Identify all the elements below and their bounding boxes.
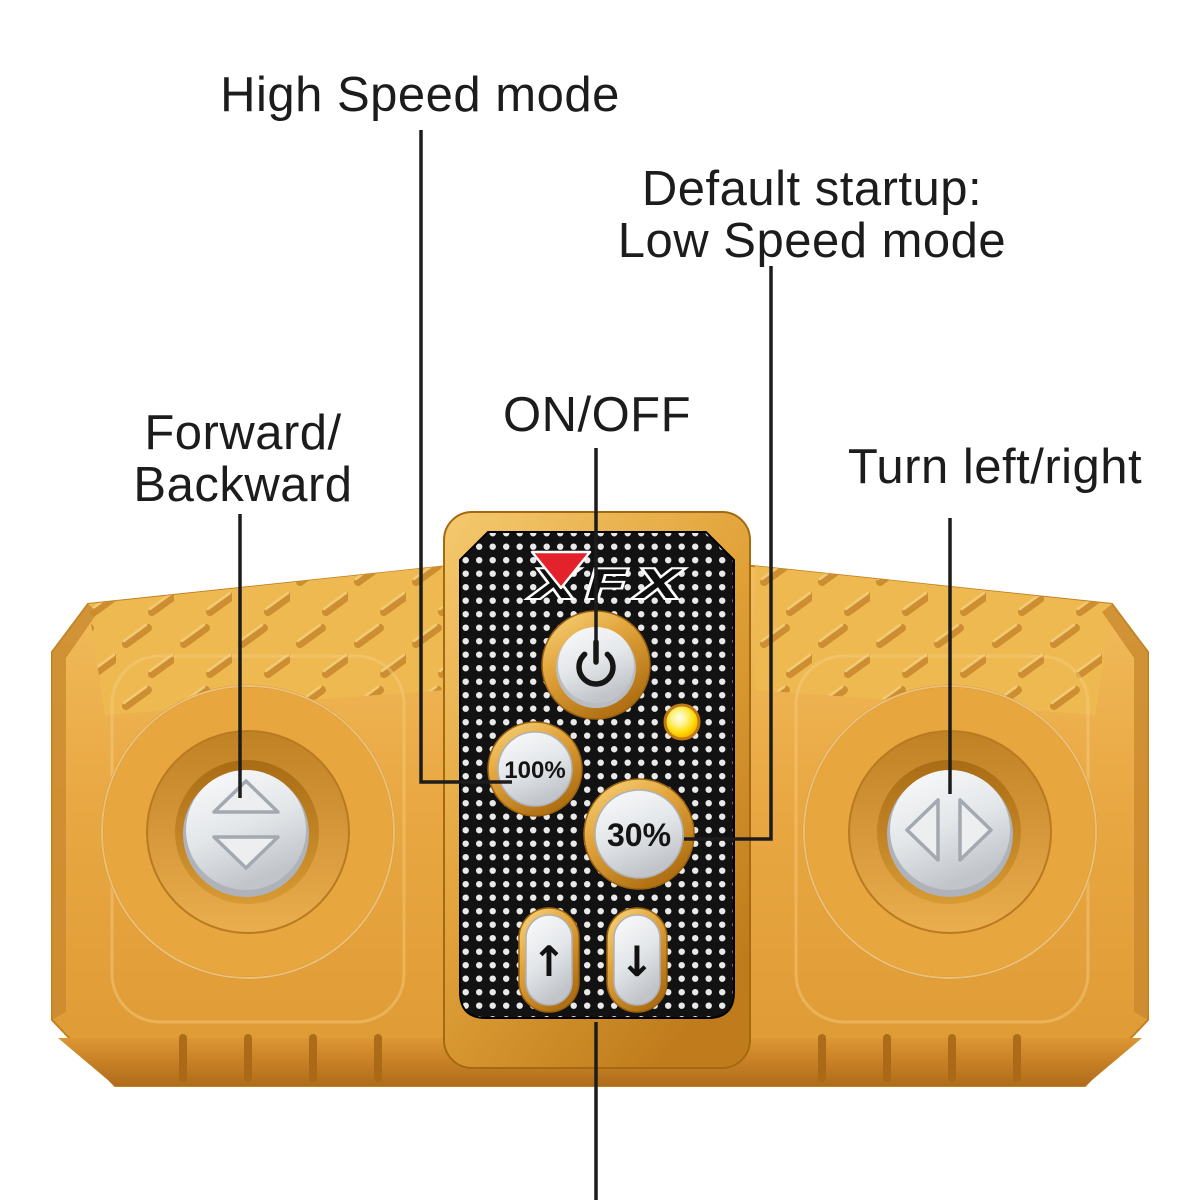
callout-line-default-startup [684,266,773,841]
left-joystick-button[interactable] [183,770,309,897]
label-on-off-text: ON/OFF [502,388,692,442]
up-triangle-icon [212,779,280,814]
right-joystick [802,684,1098,980]
left-triangle-icon [905,798,940,862]
left-edge-shade [52,604,98,1020]
rim-notch [244,1034,252,1082]
label-default-startup-line2: Low Speed mode [617,213,1007,268]
up-button-face [525,914,573,1006]
label-forward-backward: Forward/ Backward [68,406,418,512]
down-arrow-icon: ↓ [619,937,654,986]
control-panel: XFX 100% 30% [443,511,751,1069]
rim-notch [309,1034,317,1082]
up-button[interactable]: ↑ [518,907,580,1013]
right-triangle-icon [958,798,993,862]
up-arrow-icon: ↑ [531,937,566,986]
panel-dots-background [459,531,735,1019]
speed-100-button[interactable]: 100% [487,721,583,817]
down-button-face [613,914,661,1006]
rim-notch [374,1034,382,1082]
power-button[interactable] [541,610,651,720]
power-icon [576,639,616,687]
label-forward-line1: Forward/ [144,406,342,460]
down-button[interactable]: ↓ [606,907,668,1013]
right-wing-texture-treads [755,566,1112,715]
rim-notch [883,1034,891,1082]
rim-notches [179,1034,1021,1082]
speed-30-face [594,789,684,879]
speed-100-label: 100% [504,757,565,784]
speed-30-button[interactable]: 30% [583,778,695,890]
left-well-ring-highlight [101,685,395,979]
left-joystick [100,684,396,980]
rim-notch [948,1034,956,1082]
right-button-face [890,770,1010,890]
left-wing-texture-treads [88,566,445,715]
power-face [558,627,634,703]
speed-100-face [497,731,573,807]
logo-triangle-icon [530,550,592,590]
right-joystick-button[interactable] [887,770,1013,897]
callout-line-high-speed [419,130,512,784]
led-indicator [663,703,701,741]
right-edge-shade [1102,604,1148,1020]
rim-notch [818,1034,826,1082]
brand-logo: XFX [527,550,682,610]
label-forward-line2: Backward [133,457,353,512]
label-high-speed-mode: High Speed mode [120,68,720,122]
label-default-startup-line1: Default startup: [641,162,983,216]
rim-notch [1013,1034,1021,1082]
callout-lines [238,130,952,1200]
label-turn-left-right: Turn left/right [795,440,1195,494]
label-default-startup: Default startup: Low Speed mode [587,162,1037,268]
label-turn-text: Turn left/right [847,440,1143,494]
left-button-face [186,770,306,890]
rim-notch [179,1034,187,1082]
label-high-speed-text: High Speed mode [220,68,620,122]
speed-30-label: 30% [607,817,671,853]
label-on-off: ON/OFF [447,388,747,442]
down-triangle-icon [212,835,280,870]
